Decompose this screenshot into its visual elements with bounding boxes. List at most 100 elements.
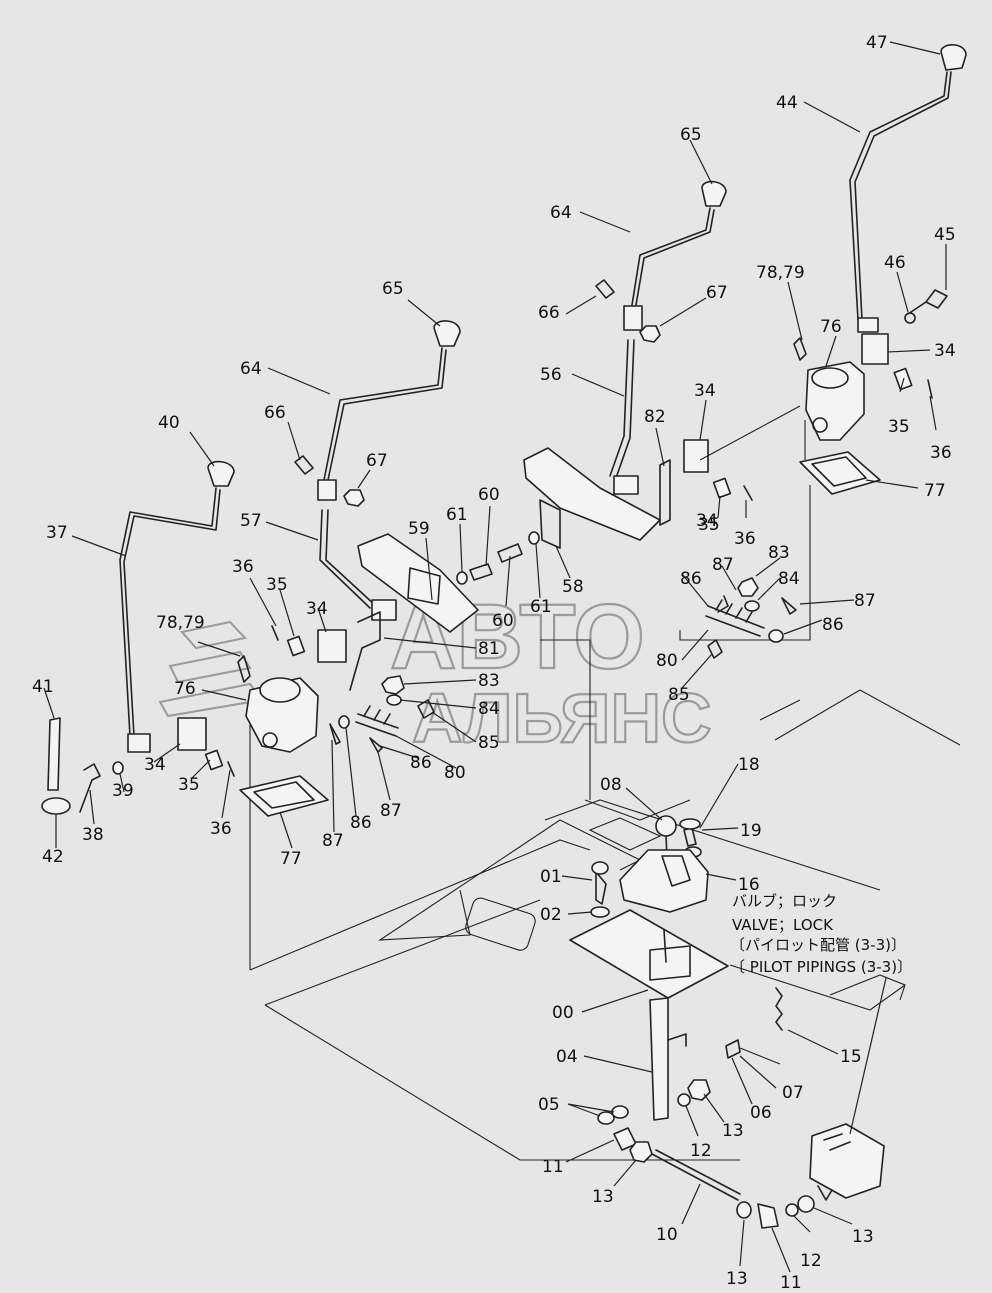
label-60-lower: 60 [492,611,514,631]
label-34-left-upper: 34 [306,599,328,619]
label-12-upper: 12 [690,1141,712,1161]
pin-36-left-upper [271,625,279,641]
label-06: 06 [750,1103,772,1123]
label-36-right: 36 [930,443,952,463]
label-34-center: 34 [694,381,716,401]
pin-36-right [927,379,933,399]
pedal-58-shape [523,447,661,541]
label-66-right: 66 [538,303,560,323]
label-01: 01 [540,867,562,887]
label-65-center: 65 [382,279,404,299]
label-59: 59 [408,519,430,539]
label-35-center: 35 [698,515,720,535]
label-64-center: 64 [240,359,262,379]
pedal-59-shape [357,533,479,633]
label-47: 47 [866,33,888,53]
label-46: 46 [884,253,906,273]
washer-02 [590,906,610,918]
note-line-2: VALVE；LOCK [732,916,834,934]
label-76-right: 76 [820,317,842,337]
washer-86-right [768,629,784,643]
clamp-34-center [683,439,709,473]
label-34-left: 34 [144,755,166,775]
note-line-3: 〔パイロット配管 (3-3)〕 [730,936,906,954]
washer-86-left [338,715,350,729]
label-13-bottom: 13 [726,1269,748,1289]
washer-84-left [386,694,402,706]
label-12-bottom: 12 [800,1251,822,1271]
label-67-center: 67 [366,451,388,471]
label-57: 57 [240,511,262,531]
label-19: 19 [740,821,762,841]
label-78-79-left: 78,79 [156,613,205,633]
label-67-right: 67 [706,283,728,303]
label-86-right-upper: 86 [680,569,702,589]
washer-61b-center [528,531,540,545]
pin-35-right [893,367,913,391]
bolt-7879-left [237,655,251,683]
label-42: 42 [42,847,64,867]
rod-10 [651,1153,739,1201]
label-78-79-right: 78,79 [756,263,805,283]
label-66-center: 66 [264,403,286,423]
label-36-left-upper: 36 [232,557,254,577]
washer-12a [677,1093,691,1107]
lever-56-end [613,475,639,495]
boot-41 [47,717,61,791]
label-64-right: 64 [550,203,572,223]
pin-35-left [204,749,224,771]
label-86-left-a: 86 [410,753,432,773]
nut-05b [611,1105,629,1119]
pin-87-right [781,597,797,615]
pin-87-left-b [369,737,383,753]
knob-40 [207,460,235,487]
label-36-center: 36 [734,529,756,549]
label-77-left: 77 [280,849,302,869]
label-77-right: 77 [924,481,946,501]
label-00: 00 [552,1003,574,1023]
bolt-01 [595,871,607,905]
lock-valve-body [809,1123,885,1199]
pin-35-left-upper [286,635,306,657]
part-number-labels: 47 44 65 64 45 46 78,79 76 34 66 67 56 3… [32,33,956,1293]
label-80-left: 80 [444,763,466,783]
washer-61-center [456,571,468,585]
clamp-64-right [623,305,643,331]
clamp-64-center [317,479,337,501]
label-34-right: 34 [934,341,956,361]
label-87-left-b: 87 [322,831,344,851]
rod-80-left [355,721,397,737]
label-37: 37 [46,523,68,543]
label-35-left-upper: 35 [266,575,288,595]
center-right-lever [523,180,801,549]
label-87-far-right: 87 [854,591,876,611]
washer-39 [112,761,124,775]
label-39: 39 [112,781,134,801]
label-76-left: 76 [174,679,196,699]
label-05: 05 [538,1095,560,1115]
label-83-left: 83 [478,671,500,691]
label-41: 41 [32,677,54,697]
nut-13c [736,1201,752,1219]
box-16 [619,849,709,913]
label-15: 15 [840,1047,862,1067]
label-58: 58 [562,577,584,597]
pin-35-center [712,477,732,499]
label-83-right: 83 [768,543,790,563]
label-84-left: 84 [478,699,500,719]
knob-65-center [433,320,461,347]
label-87-left-a: 87 [380,801,402,821]
clamp-34-left-upper [317,629,347,663]
label-04: 04 [556,1047,578,1067]
label-86-far-right: 86 [822,615,844,635]
label-61-center: 61 [446,505,468,525]
lower-lock-assembly [569,815,885,1229]
label-65-right: 65 [680,125,702,145]
label-45: 45 [934,225,956,245]
center-lever [294,320,540,691]
joint-11b [757,1203,779,1229]
note-line-1: バルブ；ロック [732,892,837,910]
clamp-34-left [177,717,207,751]
bolt-07 [725,1039,741,1059]
